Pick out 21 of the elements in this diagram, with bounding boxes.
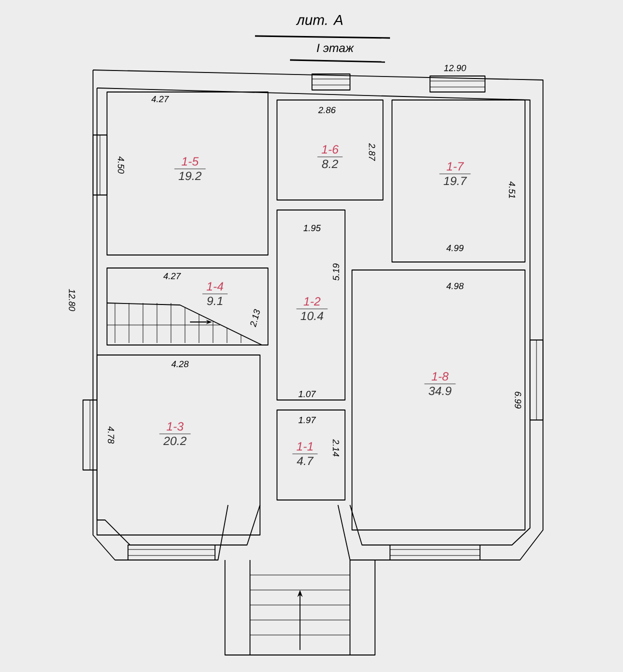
dimension-label: 5.19 [332, 263, 340, 281]
dimension-label: 4.27 [151, 96, 169, 102]
dimension-label: 2.87 [368, 143, 376, 161]
dimension-label: 4.28 [171, 360, 189, 368]
dimension-label: 4.50 [118, 156, 124, 174]
dimension-label: 2.14 [332, 439, 340, 456]
dimension-label: 1.07 [298, 390, 316, 398]
dimension-label: 2.86 [318, 106, 336, 114]
dimension-label: 12.80 [68, 289, 76, 312]
title: лит. А [296, 14, 343, 25]
dimension-label: 4.98 [446, 282, 464, 290]
dimension-label: 4.78 [108, 426, 114, 444]
dimension-label: 12.90 [444, 64, 466, 72]
dimension-label: 6.99 [514, 392, 522, 409]
floor-label: I этаж [316, 44, 354, 52]
dimension-label: 4.51 [508, 181, 516, 198]
dimension-label: 4.27 [163, 272, 181, 280]
dimension-label: 1.95 [304, 224, 321, 232]
dimension-label: 4.99 [446, 244, 464, 252]
dimension-label: 1.97 [298, 416, 316, 424]
dimension-label: 2.13 [250, 309, 260, 328]
